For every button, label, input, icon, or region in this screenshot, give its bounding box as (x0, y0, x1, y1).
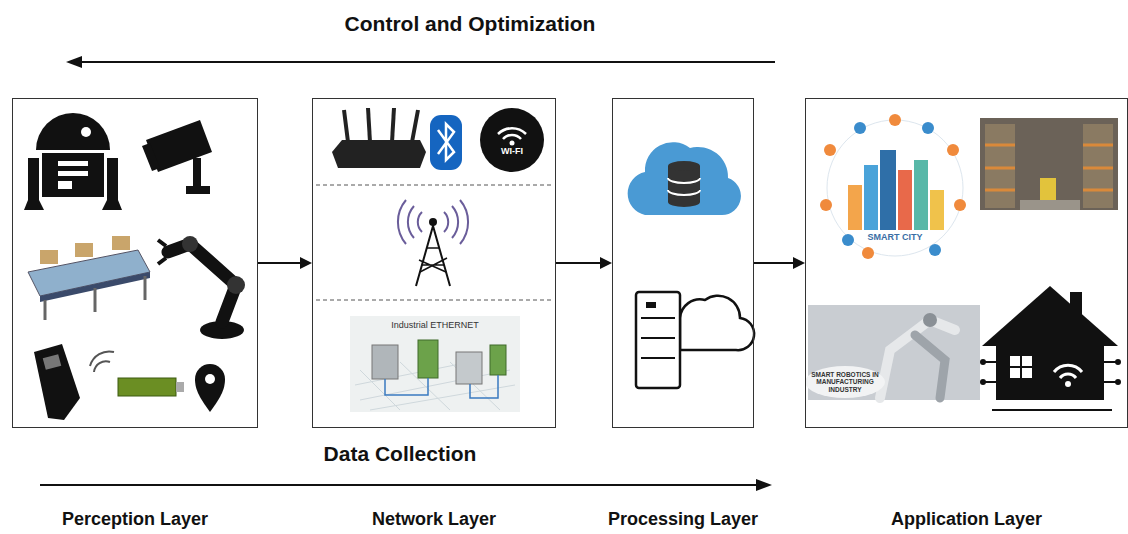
robot-icon (24, 113, 122, 210)
divider (316, 185, 552, 186)
flow-title: Data Collection (324, 442, 477, 466)
control-arrow (66, 56, 775, 68)
barcode-scanner-icon (34, 344, 80, 420)
processing-layer-box: Processing Layer (612, 98, 754, 428)
image-caption: SMART ROBOTICS IN MANUFACTURING INDUSTRY (810, 371, 880, 393)
layer-label: Application Layer (891, 509, 1042, 530)
cloud-database-icon (628, 142, 741, 215)
flow-arrow (556, 257, 612, 269)
layer-label: Network Layer (372, 509, 496, 530)
smart-home-icon (980, 286, 1121, 410)
arrow-head (600, 257, 612, 269)
divider (316, 300, 552, 301)
router-icon (332, 108, 426, 168)
flow-arrow (258, 257, 312, 269)
location-pin-icon (195, 364, 225, 412)
wifi-icon (480, 108, 544, 172)
smart-robotics-photo (805, 305, 980, 400)
image-caption: Industrial ETHERNET (391, 320, 479, 330)
collection-arrow (40, 479, 772, 491)
robot-arm-icon (158, 236, 245, 339)
arrow-line (556, 262, 601, 264)
arrow-head (793, 257, 805, 269)
layer-label: Perception Layer (62, 509, 208, 530)
arrow-head (300, 257, 312, 269)
tower-icon (398, 200, 468, 286)
arrow-line (754, 262, 794, 264)
layer-label: Processing Layer (608, 509, 758, 530)
server-cloud-icon (636, 292, 754, 388)
flow-arrow (754, 257, 805, 269)
cctv-camera-icon (142, 120, 212, 194)
wifi-dongle-icon (90, 351, 184, 396)
smart-city-image (820, 114, 966, 259)
conveyor-icon (28, 236, 150, 320)
arrow-line (258, 262, 301, 264)
flow-title: Control and Optimization (345, 12, 596, 36)
warehouse-photo (980, 118, 1118, 210)
icon-text: WI-FI (501, 146, 523, 156)
perception-layer-box: Perception Layer (12, 98, 258, 428)
industrial-ethernet-image (350, 316, 520, 412)
image-caption: SMART CITY (868, 232, 923, 242)
bluetooth-icon (430, 115, 462, 170)
